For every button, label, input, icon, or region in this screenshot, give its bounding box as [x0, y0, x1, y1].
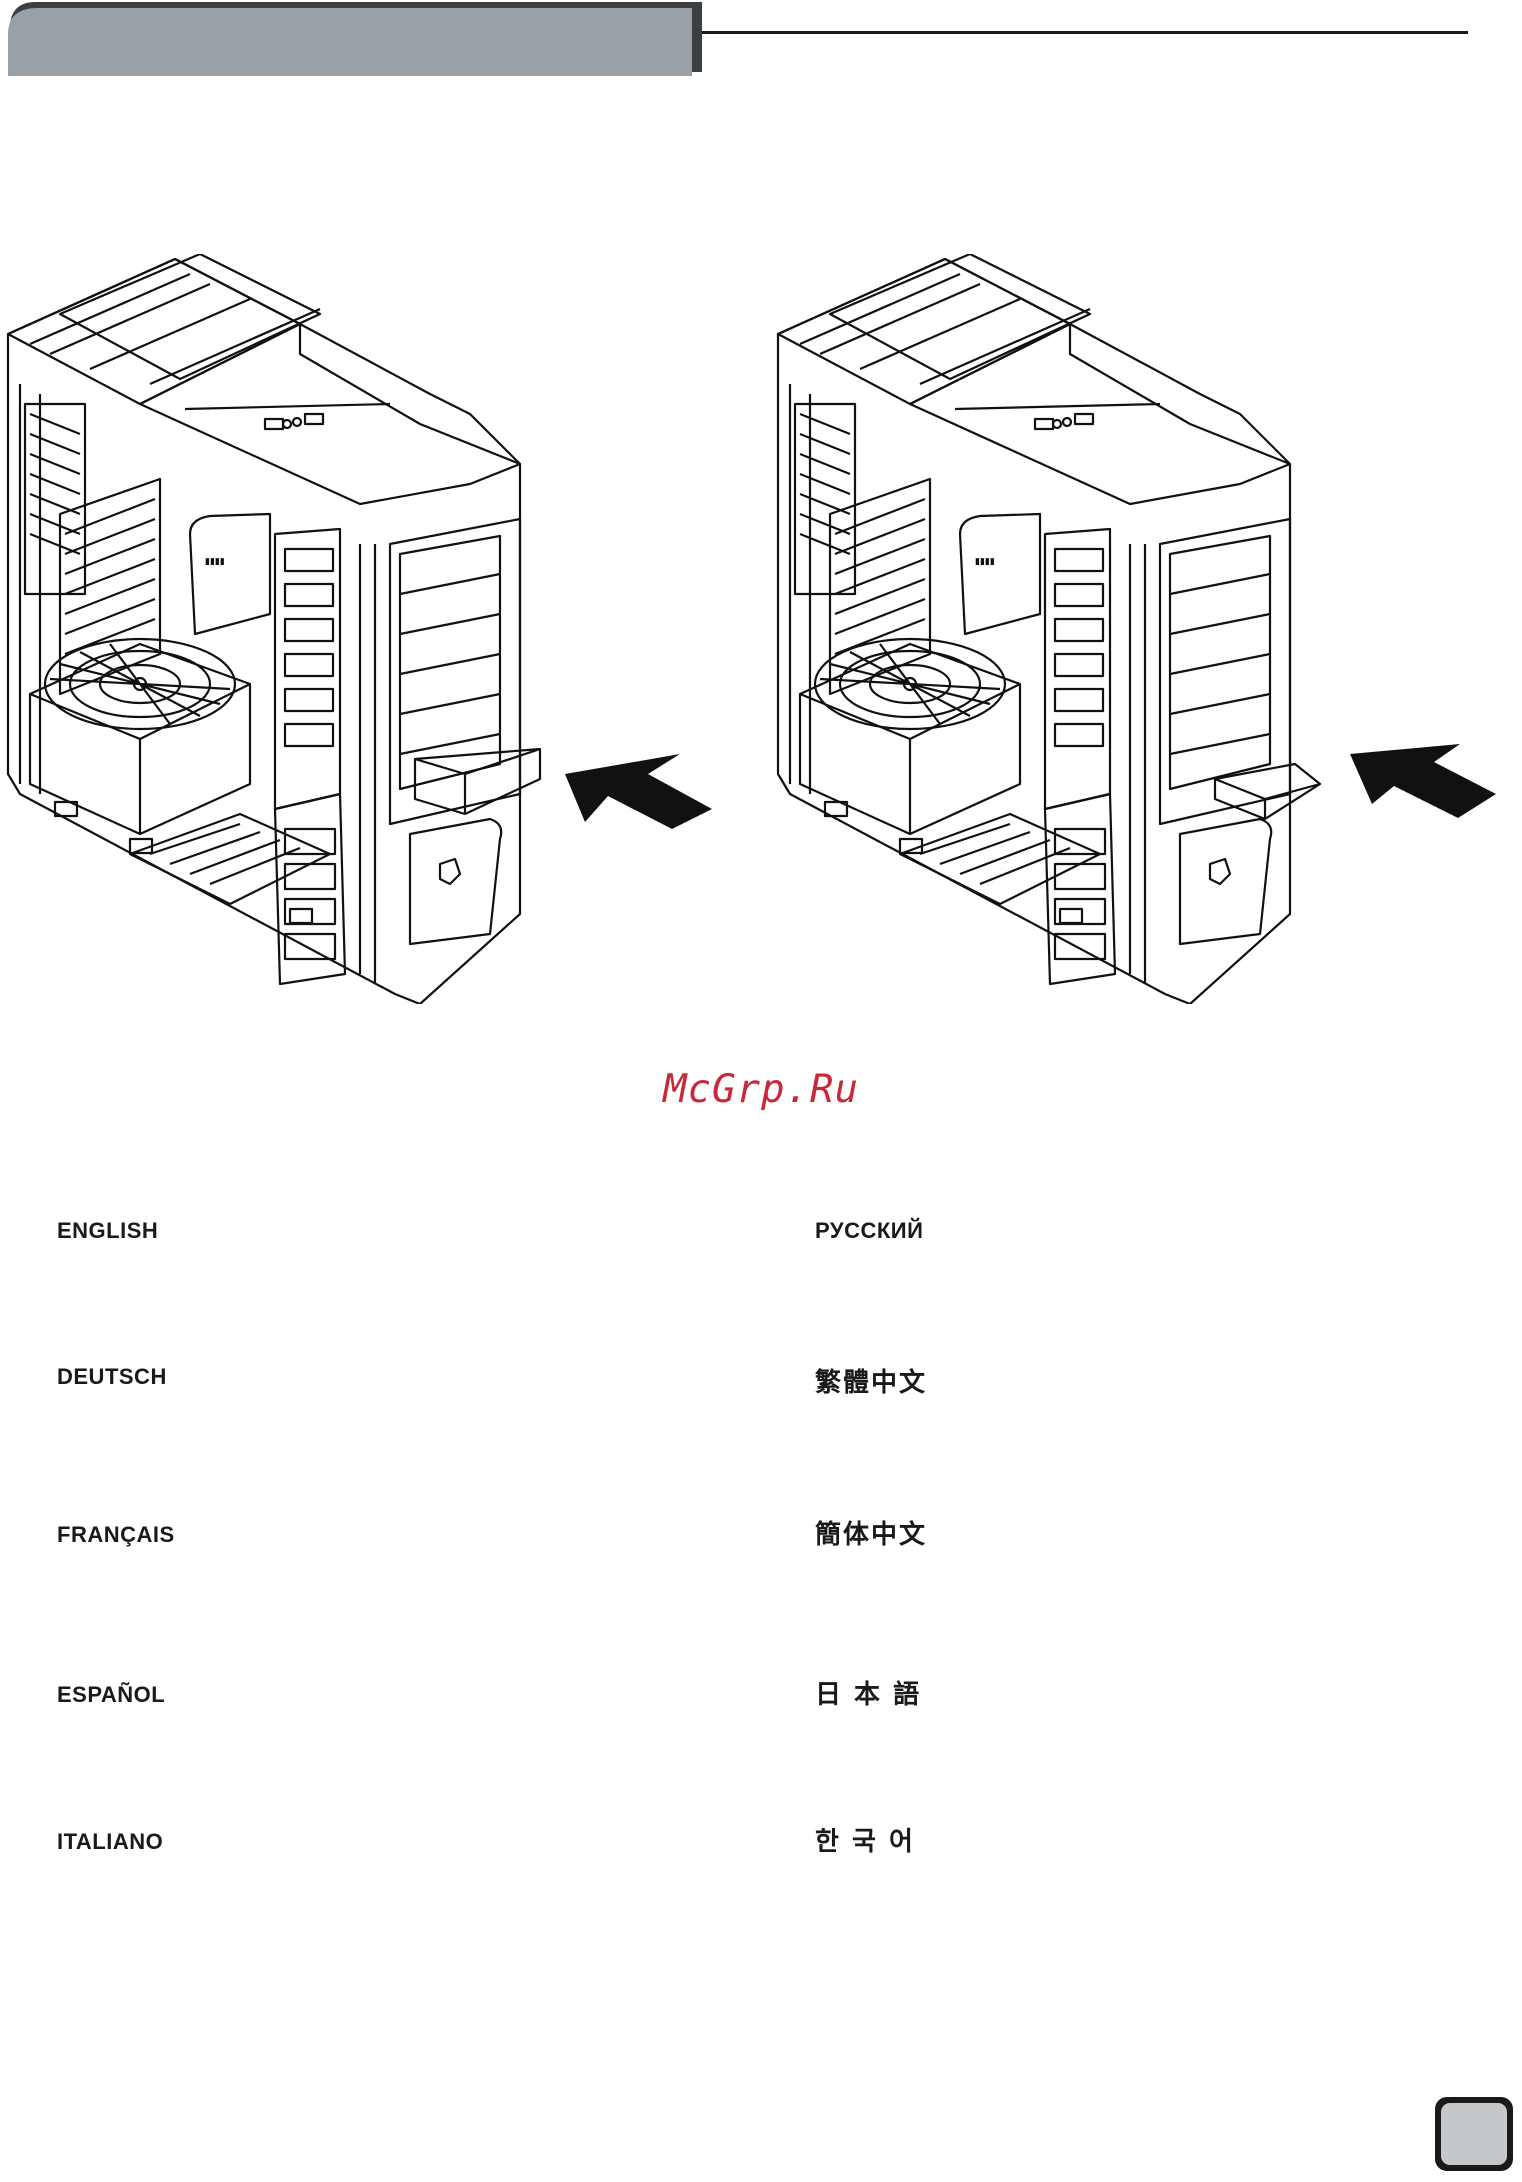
lang-label-japanese: 日 本 語 [815, 1674, 921, 1711]
lang-label-simplified-chinese: 簡体中文 [815, 1514, 927, 1551]
svg-text:▮▮▮▮: ▮▮▮▮ [205, 556, 225, 566]
watermark-text: McGrp.Ru [0, 1067, 1522, 1112]
lang-label-korean: 한 국 어 [815, 1821, 915, 1858]
lang-label-deutsch: DEUTSCH [57, 1364, 167, 1390]
lang-label-francais: FRANÇAIS [57, 1522, 175, 1548]
pc-case-illustration-right: ▮▮▮▮ [770, 254, 1522, 1004]
page-number-box [1432, 2094, 1516, 2174]
lang-label-traditional-chinese: 繁體中文 [815, 1362, 927, 1399]
pc-case-illustration-left: ▮▮▮▮ [0, 254, 760, 1004]
svg-text:▮▮▮▮: ▮▮▮▮ [975, 556, 995, 566]
header-rule [702, 31, 1468, 34]
insert-arrow-icon [565, 754, 712, 829]
insert-arrow-icon [1350, 744, 1496, 818]
header-tab [8, 0, 702, 76]
lang-label-russian: РУССКИЙ [815, 1218, 923, 1244]
lang-label-espanol: ESPAÑOL [57, 1682, 165, 1708]
lang-label-italiano: ITALIANO [57, 1829, 163, 1855]
lang-label-english: ENGLISH [57, 1218, 158, 1244]
